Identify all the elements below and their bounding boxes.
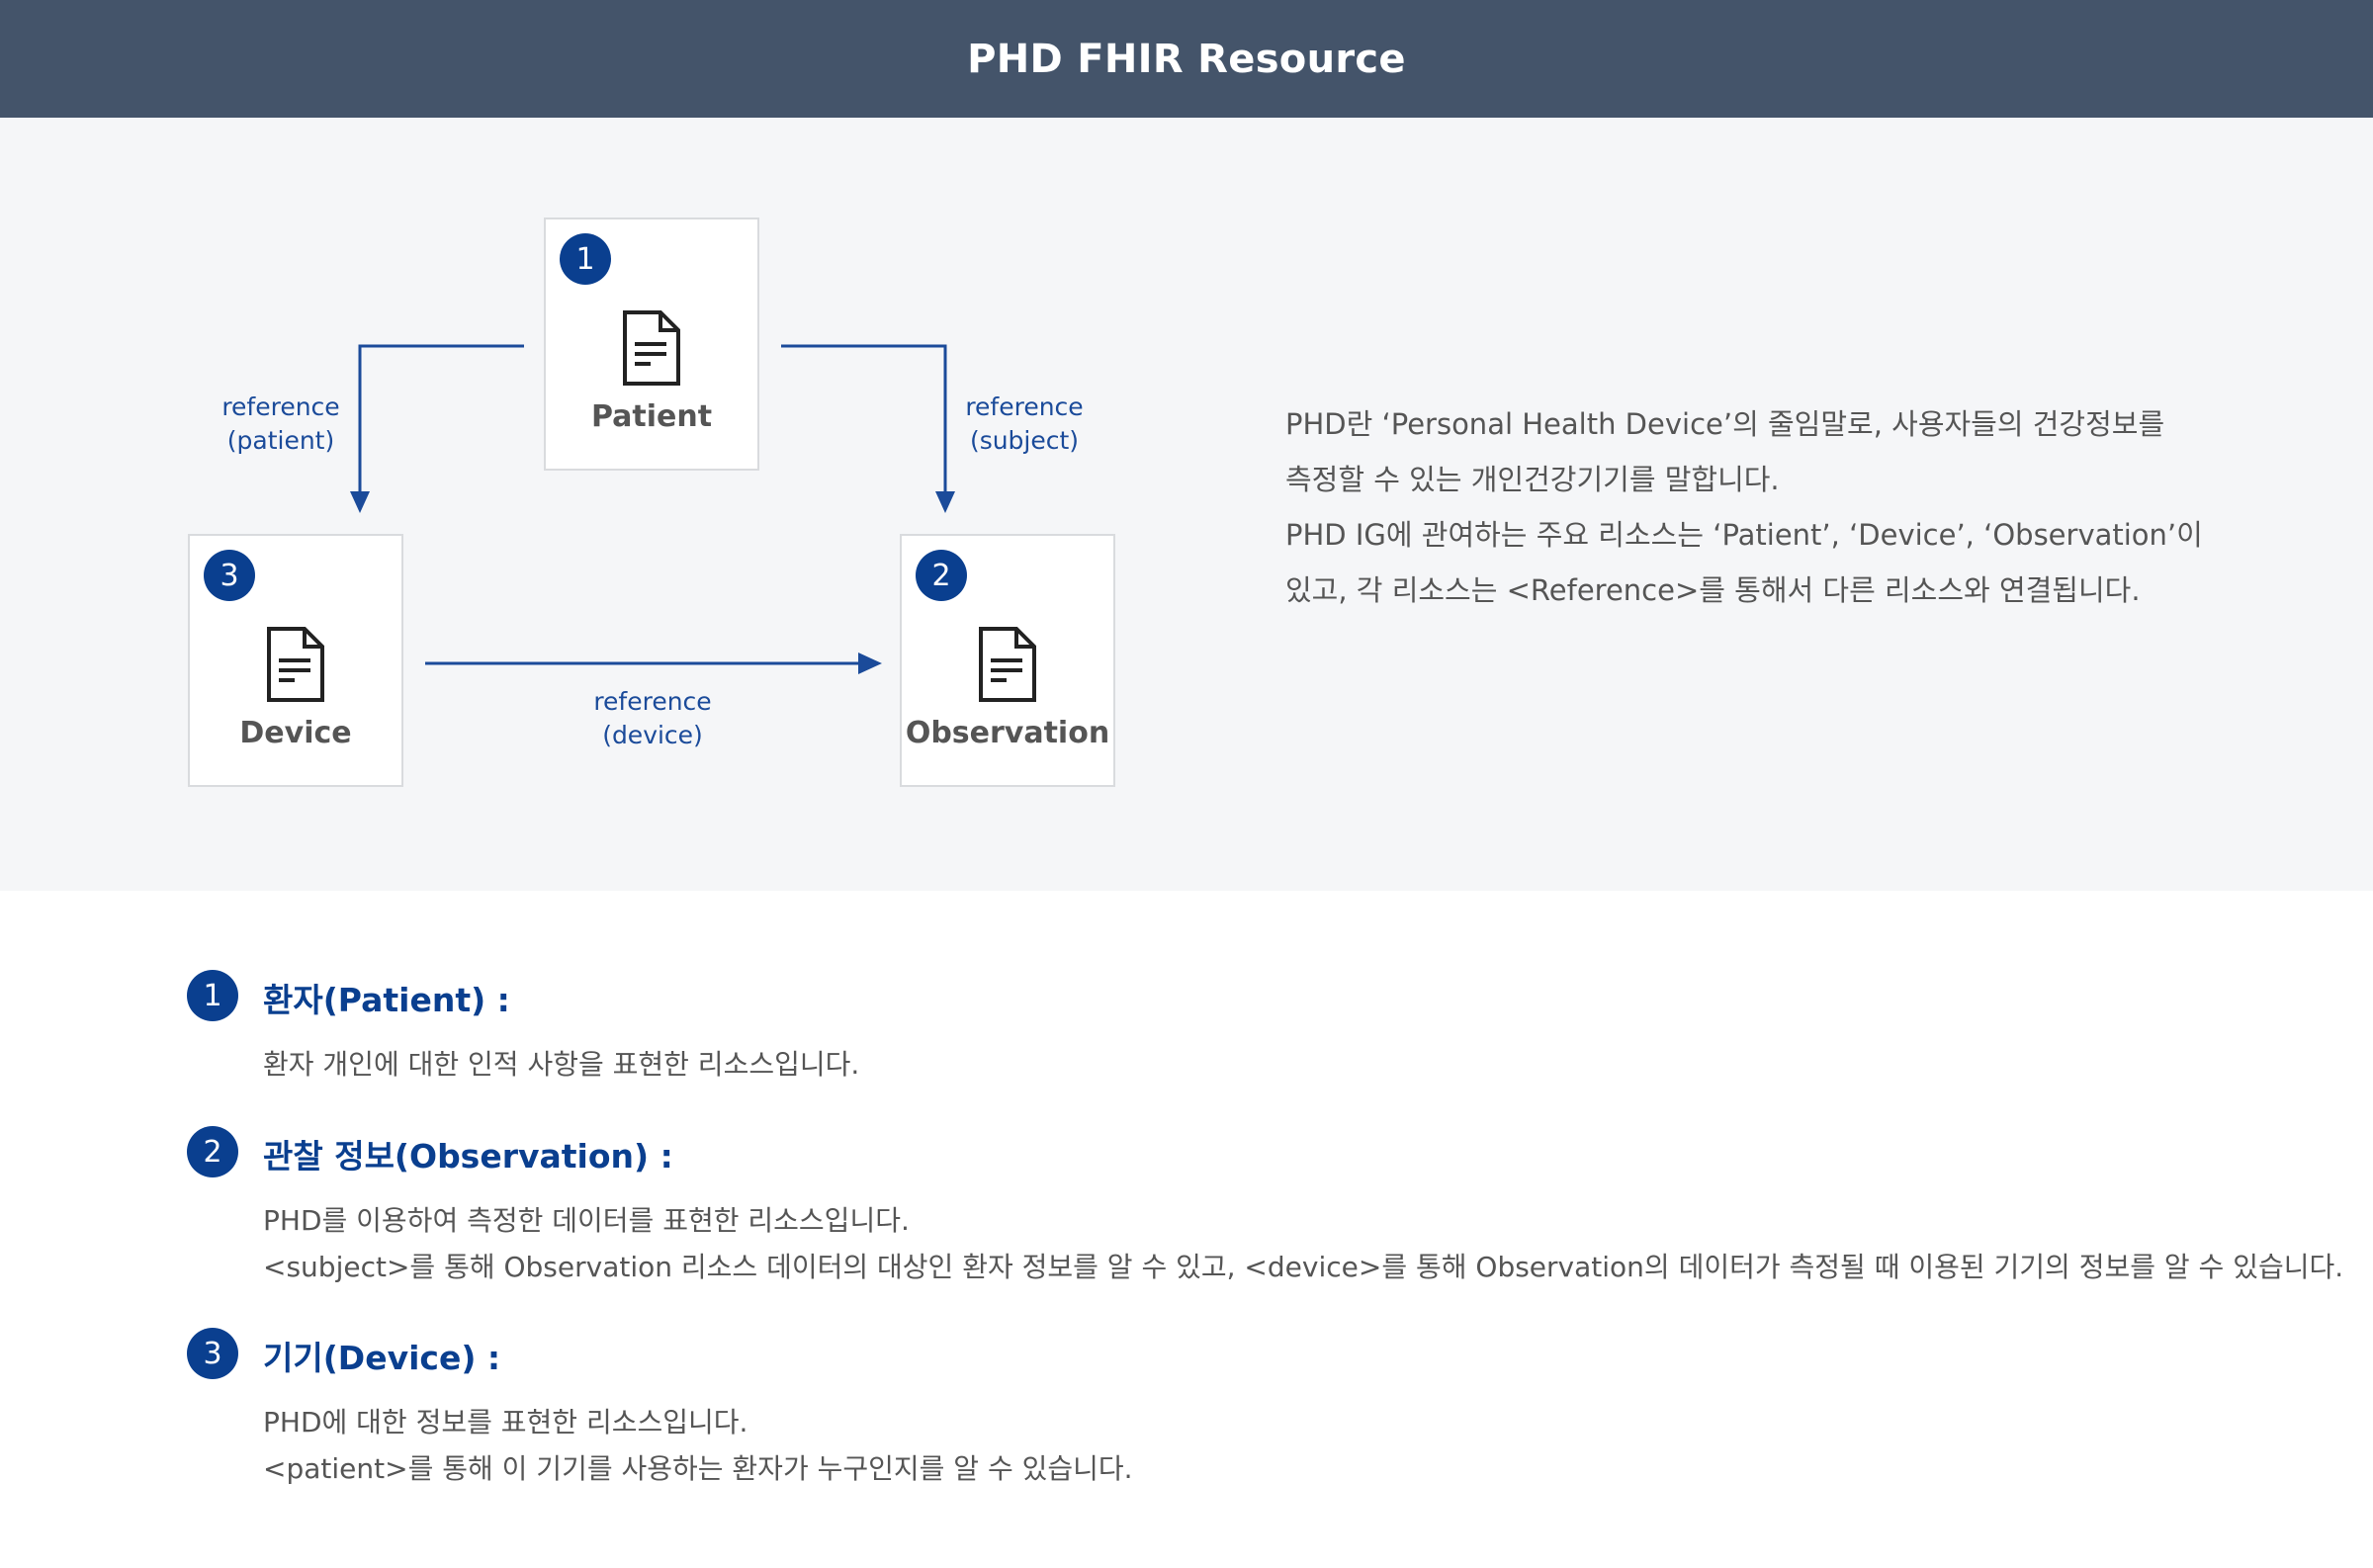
node-label: Observation <box>905 716 1110 750</box>
section-title: 기기(Device) : <box>263 1339 501 1377</box>
document-icon <box>267 627 324 702</box>
section-title: 환자(Patient) : <box>263 981 510 1019</box>
arrow-patient-to-observation <box>781 344 947 493</box>
description-line: PHD IG에 관여하는 주요 리소스는 ‘Patient’, ‘Device’… <box>1285 518 2203 552</box>
description-line: 측정할 수 있는 개인건강기기를 말합니다. <box>1285 463 1780 496</box>
number-badge: 3 <box>187 1328 238 1379</box>
number-badge: 2 <box>916 550 967 601</box>
page-title: PHD FHIR Resource <box>967 36 1406 82</box>
description-line: 있고, 각 리소스는 <Reference>를 통해서 다른 리소스와 연결됩니… <box>1285 573 2141 607</box>
section-line: <patient>를 통해 이 기기를 사용하는 환자가 누구인지를 알 수 있… <box>263 1452 1133 1485</box>
node-device: 3 Device <box>188 534 403 787</box>
reference-label-line: (subject) <box>969 426 1080 455</box>
section-line: PHD에 대한 정보를 표현한 리소스입니다. <box>263 1406 748 1438</box>
number-badge: 2 <box>187 1126 238 1177</box>
section-title: 관찰 정보(Observation) : <box>263 1137 673 1176</box>
reference-label-subject: reference (subject) <box>925 391 1123 458</box>
reference-label-line: (device) <box>602 721 703 749</box>
node-patient: 1 Patient <box>544 218 759 471</box>
number-badge: 1 <box>187 970 238 1021</box>
reference-label-line: reference <box>221 392 340 421</box>
diagram-panel: 1 Patient 3 Device 2 Observation referen… <box>0 118 2373 891</box>
section-description: PHD를 이용하여 측정한 데이터를 표현한 리소스입니다. <subject>… <box>263 1197 2343 1290</box>
reference-label-device: reference (device) <box>554 685 751 752</box>
reference-label-line: reference <box>965 392 1084 421</box>
section-line: PHD를 이용하여 측정한 데이터를 표현한 리소스입니다. <box>263 1204 910 1237</box>
reference-label-patient: reference (patient) <box>182 391 380 458</box>
arrowhead-observation-left <box>858 653 882 674</box>
section-description: 환자 개인에 대한 인적 사항을 표현한 리소스입니다. <box>263 1041 859 1088</box>
phd-description: PHD란 ‘Personal Health Device’의 줄임말로, 사용자… <box>1285 396 2314 618</box>
node-label: Patient <box>590 399 713 434</box>
node-observation: 2 Observation <box>900 534 1115 787</box>
description-line: PHD란 ‘Personal Health Device’의 줄임말로, 사용자… <box>1285 407 2165 441</box>
number-badge: 3 <box>204 550 255 601</box>
document-icon <box>623 310 680 386</box>
reference-label-line: (patient) <box>226 426 335 455</box>
document-icon <box>979 627 1036 702</box>
number-badge: 1 <box>560 233 611 285</box>
section-line: 환자 개인에 대한 인적 사항을 표현한 리소스입니다. <box>263 1048 860 1081</box>
page-header: PHD FHIR Resource <box>0 0 2373 118</box>
section-description: PHD에 대한 정보를 표현한 리소스입니다. <patient>를 통해 이 … <box>263 1399 1133 1492</box>
node-label: Device <box>239 716 352 750</box>
arrow-patient-to-device <box>358 344 524 493</box>
section-line: <subject>를 통해 Observation 리소스 데이터의 대상인 환… <box>263 1251 2344 1283</box>
arrowhead-observation-top <box>935 491 955 513</box>
reference-arrows <box>350 344 955 674</box>
arrowhead-device <box>350 491 370 513</box>
reference-label-line: reference <box>593 687 712 716</box>
